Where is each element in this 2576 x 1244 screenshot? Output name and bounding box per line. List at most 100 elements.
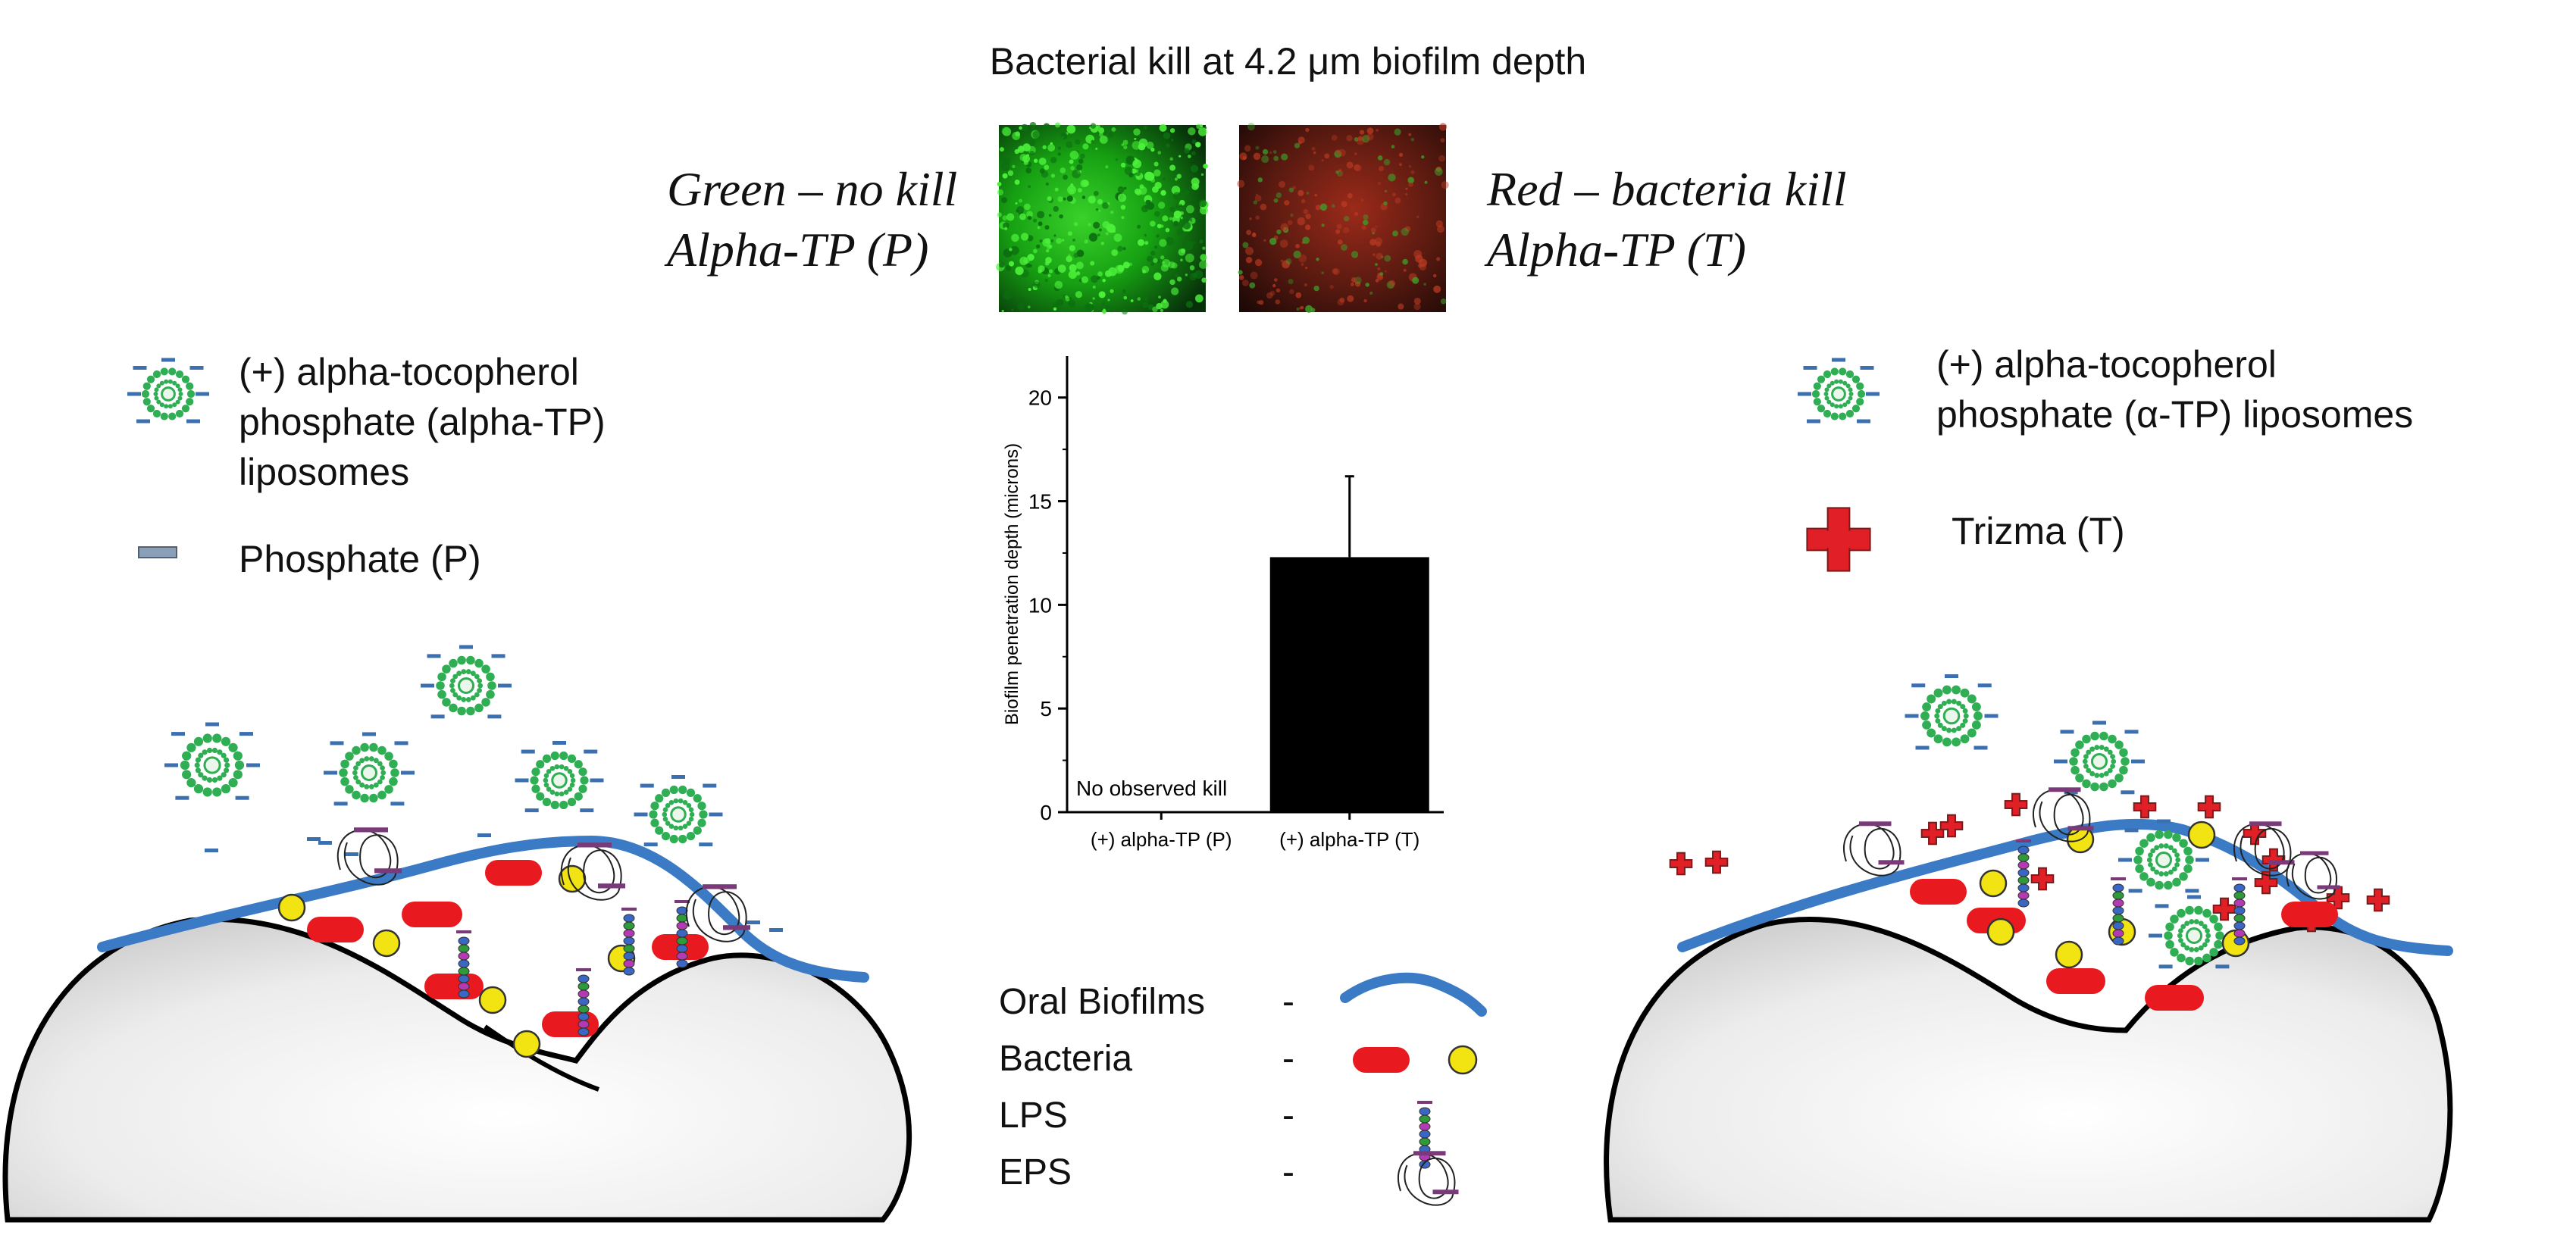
lps-bead xyxy=(458,952,470,961)
lps-bead xyxy=(2112,891,2124,900)
liposome-core xyxy=(2185,927,2203,945)
speckle xyxy=(1253,152,1261,161)
lipid-head xyxy=(578,767,587,777)
lipid-tail xyxy=(217,749,223,755)
speckle xyxy=(1305,305,1313,313)
lipid-head xyxy=(2215,931,2224,940)
speckle xyxy=(1441,181,1449,189)
lipid-tail xyxy=(2111,758,2117,764)
speckle xyxy=(1331,204,1335,208)
lipid-head xyxy=(168,367,177,376)
phosphate-dash xyxy=(2149,933,2162,938)
phosphate-dash xyxy=(1915,745,1930,750)
lipid-head xyxy=(1971,702,1981,711)
speckle xyxy=(1092,297,1095,300)
lipid-tail xyxy=(164,379,169,384)
label-line: (+) alpha-tocopherol xyxy=(239,351,579,393)
speckle xyxy=(1072,169,1081,179)
lipid-head xyxy=(2099,731,2108,741)
lipid-tail xyxy=(2184,945,2190,951)
phosphate-dash xyxy=(345,852,358,856)
speckle xyxy=(1269,290,1275,296)
speckle xyxy=(1172,192,1182,200)
lipid-tail xyxy=(569,773,575,779)
speckle xyxy=(1102,309,1106,314)
speckle xyxy=(1180,187,1185,192)
phosphate-dash xyxy=(196,392,209,396)
speckle xyxy=(1334,150,1342,158)
lipid-head xyxy=(2075,740,2084,749)
lipid-tail xyxy=(380,770,387,776)
lipid-head xyxy=(1857,389,1866,399)
speckle xyxy=(1131,140,1141,150)
trizma-icon xyxy=(2243,821,2267,845)
speckle xyxy=(1178,155,1182,158)
speckle xyxy=(1169,206,1175,212)
lipid-head xyxy=(442,664,451,674)
eps-icon xyxy=(1843,821,1905,877)
lipid-tail xyxy=(2193,919,2199,924)
lps-bead xyxy=(2233,891,2246,900)
lipid-head xyxy=(1845,370,1855,379)
speckle xyxy=(1289,289,1294,295)
lipid-tail xyxy=(194,762,200,768)
lipid-head xyxy=(1960,734,1970,744)
speckle xyxy=(1053,307,1057,311)
phosphate-dash xyxy=(699,842,713,847)
lipid-head xyxy=(686,788,696,798)
label-line: liposomes xyxy=(239,451,410,493)
lipid-tail xyxy=(175,383,180,389)
lipid-tail xyxy=(450,678,455,684)
trizma-icon xyxy=(1939,814,1964,838)
lipid-head xyxy=(580,776,589,785)
lipid-tail xyxy=(1956,700,1962,706)
lipid-head xyxy=(228,742,238,752)
phosphate-dash xyxy=(1798,392,1811,396)
cross-fill xyxy=(2263,857,2284,863)
speckle xyxy=(1365,283,1369,287)
speckle xyxy=(1195,142,1201,148)
lipid-tail xyxy=(352,770,358,776)
lipid-head xyxy=(649,810,658,819)
speckle xyxy=(1007,170,1014,177)
speckle xyxy=(1060,167,1066,173)
cross-fill xyxy=(1670,861,1692,867)
speckle xyxy=(1418,264,1423,268)
speckle xyxy=(1331,135,1338,141)
lipid-head xyxy=(1952,737,1961,747)
phosphate-dash xyxy=(175,795,189,800)
lipid-tail xyxy=(2180,924,2186,930)
lipid-tail xyxy=(2205,928,2210,934)
phosphate-dash xyxy=(2124,828,2139,833)
lipid-tail xyxy=(164,404,169,409)
speckle xyxy=(1132,159,1142,169)
phosphate-dash xyxy=(703,783,717,788)
speckle xyxy=(1186,205,1194,214)
phosphate-dash xyxy=(1860,366,1874,370)
lipid-head xyxy=(390,768,399,777)
liposome-core xyxy=(360,764,378,782)
lipid-head xyxy=(369,742,378,752)
lipid-tail xyxy=(563,789,569,795)
lipid-tail xyxy=(2158,871,2164,877)
speckle xyxy=(1169,279,1175,286)
speckle xyxy=(1133,125,1136,128)
speckle xyxy=(1045,248,1050,253)
speckle xyxy=(1139,184,1144,189)
lipid-tail xyxy=(2205,937,2210,943)
lps-bead xyxy=(2233,929,2246,938)
lipid-tail xyxy=(1956,726,1962,732)
speckle xyxy=(1121,216,1125,220)
lps-bead xyxy=(623,914,635,923)
speckle xyxy=(1255,215,1260,220)
phosphate-dash xyxy=(235,795,249,800)
lipid-head xyxy=(542,754,552,764)
speckle xyxy=(1047,144,1056,152)
phosphate-dash xyxy=(427,654,441,658)
speckle xyxy=(1053,206,1060,212)
bacteria-rod xyxy=(1910,879,1967,905)
speckle xyxy=(1383,158,1391,166)
lipid-tail xyxy=(662,811,668,817)
liposome-core xyxy=(551,772,568,789)
